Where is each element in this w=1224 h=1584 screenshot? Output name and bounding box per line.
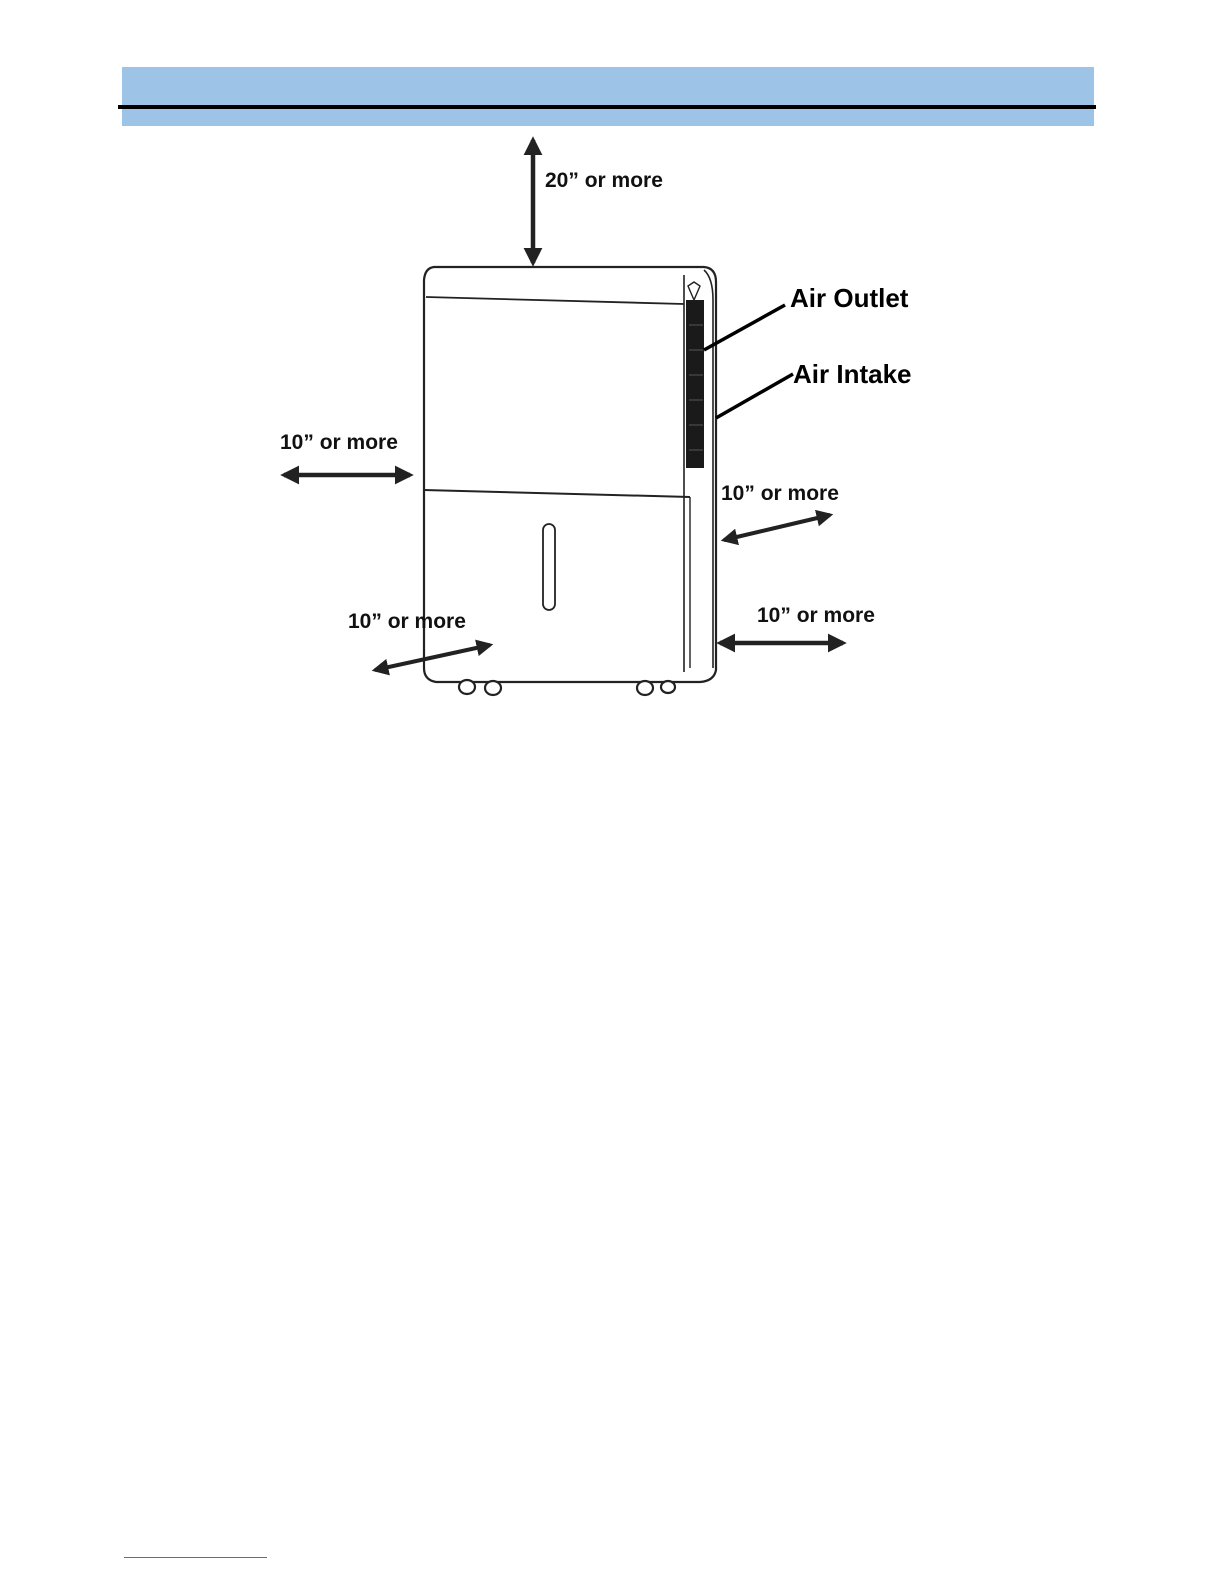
- clearance-label-top: 20” or more: [545, 169, 663, 192]
- dehumidifier-unit: [424, 267, 716, 695]
- clearance-label-left: 10” or more: [280, 431, 398, 454]
- air-outlet-grille: [686, 282, 704, 468]
- air-intake-label: Air Intake: [793, 359, 912, 389]
- clearance-label-right-lower: 10” or more: [757, 604, 875, 627]
- clearance-label-right-upper: 10” or more: [721, 482, 839, 505]
- dehumidifier-clearance-diagram: 20” or more 10” or more 10” or more 10” …: [0, 0, 1224, 760]
- air-intake-leader-line: [716, 374, 793, 418]
- footnote-separator: [124, 1557, 267, 1558]
- clearance-label-front-left: 10” or more: [348, 610, 466, 633]
- clearance-arrow-right-upper: [724, 515, 830, 540]
- air-outlet-label: Air Outlet: [790, 283, 909, 313]
